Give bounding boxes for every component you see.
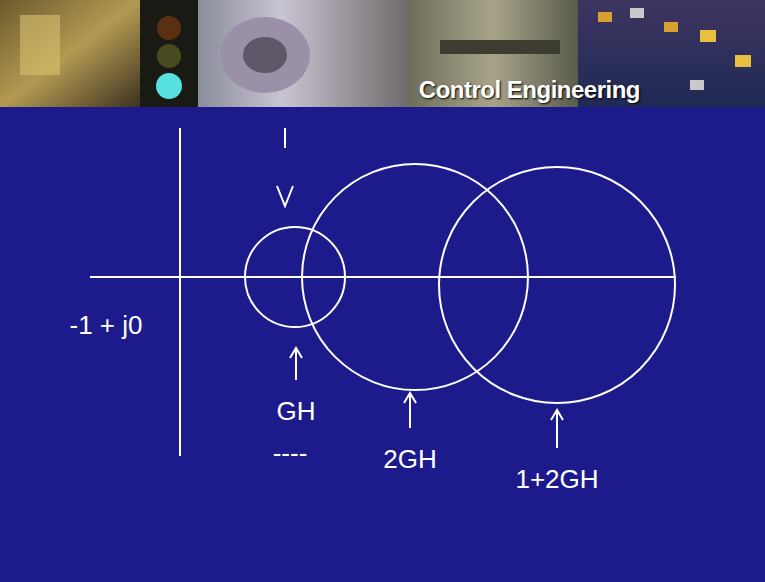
- banner-photo: [20, 15, 60, 75]
- banner: [0, 0, 765, 107]
- banner-photo: [198, 0, 408, 107]
- traffic-light: [156, 73, 182, 99]
- leader-arrow: [295, 348, 297, 380]
- curve-label: 1+2GH: [515, 466, 598, 492]
- curve-label: GH: [277, 398, 316, 424]
- banner-title: Control Engineering: [419, 78, 640, 102]
- switch: [664, 22, 678, 32]
- leader-arrow: [290, 348, 302, 358]
- banner-photo: [440, 40, 560, 54]
- banner-photo: [220, 17, 310, 93]
- leader-arrow: [551, 410, 563, 420]
- switch: [690, 80, 704, 90]
- gh-circle: [245, 227, 345, 327]
- banner-photo: [243, 37, 287, 73]
- 2gh-circle: [302, 164, 528, 390]
- leader-arrow: [409, 393, 411, 428]
- switch: [598, 12, 612, 22]
- 1-plus-2gh-circle: [439, 167, 675, 403]
- traffic-light: [157, 44, 181, 68]
- curve-label: 2GH: [383, 446, 436, 472]
- arrow-stem: [284, 128, 286, 148]
- banner-photo: [0, 0, 140, 107]
- point-label: -1 + j0: [70, 312, 143, 338]
- traffic-light: [157, 16, 181, 40]
- arrow-head: [277, 186, 293, 206]
- imaginary-axis: [179, 128, 181, 456]
- switch: [735, 55, 751, 67]
- real-axis: [90, 276, 676, 278]
- switch: [630, 8, 644, 18]
- switch: [700, 30, 716, 42]
- dashed-note: ----: [273, 440, 308, 466]
- leader-arrow: [556, 410, 558, 448]
- leader-arrow: [404, 393, 416, 403]
- traffic-light-photo: [140, 0, 198, 107]
